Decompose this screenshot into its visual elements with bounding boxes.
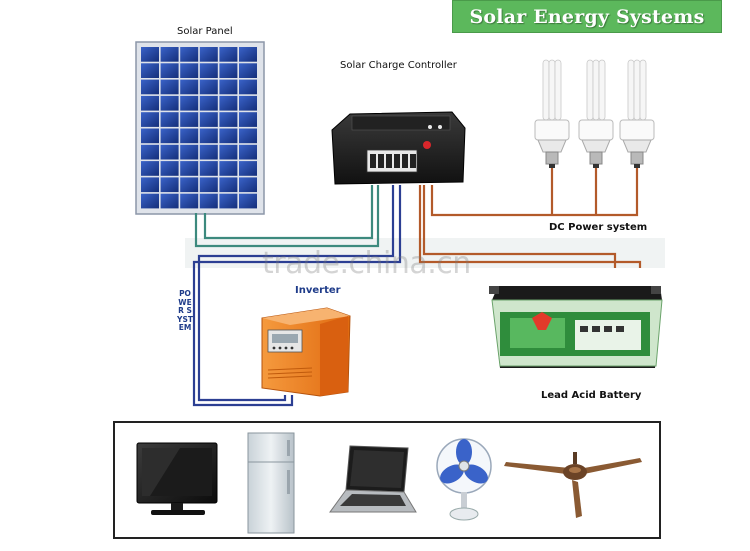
panel-cell [180,128,199,144]
panel-cell [239,47,257,62]
watermark: trade.china.cn [262,246,471,281]
appliance-box [113,421,661,539]
solar-panel-icon [135,41,265,215]
panel-cell [219,161,238,176]
panel-cell [160,79,179,95]
cfl-bulb-icon [619,59,655,168]
panel-cell [160,193,179,209]
panel-cell [219,79,238,95]
panel-cell [239,79,257,95]
panel-cell [219,63,238,78]
panel-cell [180,95,199,111]
panel-cell [199,161,218,176]
refrigerator-icon [247,432,295,534]
panel-cell [141,95,159,111]
panel-cell [160,128,179,144]
cfl-bulb-icon [534,59,570,168]
panel-cell [239,161,257,176]
panel-cell [141,112,159,127]
tv-icon [136,442,218,515]
panel-cell [141,79,159,95]
panel-cell [199,112,218,127]
panel-cell [199,144,218,160]
panel-cell [160,177,179,193]
panel-cell [180,63,199,78]
panel-cell [239,193,257,209]
inverter-wires [192,185,402,407]
panel-cell [180,144,199,160]
battery-icon [489,286,663,368]
laptop-icon [329,445,417,513]
panel-cell [199,47,218,62]
panel-cell [141,63,159,78]
battery-label: Lead Acid Battery [541,390,642,401]
panel-cell [219,95,238,111]
panel-cell [141,193,159,209]
panel-cell [199,95,218,111]
panel-cell [141,144,159,160]
dc-wires [418,168,642,268]
panel-cell [180,161,199,176]
panel-cell [219,128,238,144]
panel-cell [180,112,199,127]
panel-cell [180,47,199,62]
panel-cell [141,47,159,62]
panel-cell [160,95,179,111]
panel-cell [141,161,159,176]
panel-cell [180,79,199,95]
dc-power-label: DC Power system [549,222,648,233]
panel-cell [219,144,238,160]
panel-cell [141,128,159,144]
panel-cell [199,193,218,209]
ceiling-fan-icon [504,452,642,518]
table-fan-icon [436,438,492,521]
panel-cell [199,79,218,95]
title-banner: Solar Energy Systems [452,0,722,33]
panel-cell [160,47,179,62]
inverter-icon [261,307,351,397]
power-system-label: POWER SYSTEM [177,289,193,333]
panel-cell [160,161,179,176]
panel-cell [219,112,238,127]
panel-cell [141,177,159,193]
panel-cell [180,193,199,209]
panel-cell [239,177,257,193]
panel-cell [160,144,179,160]
panel-cell [239,128,257,144]
panel-cell [199,128,218,144]
panel-cell [239,95,257,111]
inverter-label: Inverter [295,285,341,296]
panel-wires [194,185,380,248]
panel-cell [160,112,179,127]
panel-cell [219,193,238,209]
panel-cell [219,177,238,193]
panel-cell [199,63,218,78]
panel-cell [219,47,238,62]
panel-cell [160,63,179,78]
panel-cell [239,112,257,127]
panel-cell [199,177,218,193]
charge-controller-label: Solar Charge Controller [340,60,457,71]
panel-cell [180,177,199,193]
panel-cell [239,63,257,78]
panel-cell [239,144,257,160]
solar-panel-label: Solar Panel [177,26,233,37]
charge-controller-icon [331,111,466,185]
cfl-bulbs [534,59,655,168]
cfl-bulb-icon [578,59,614,168]
banner-title: Solar Energy Systems [469,5,705,28]
